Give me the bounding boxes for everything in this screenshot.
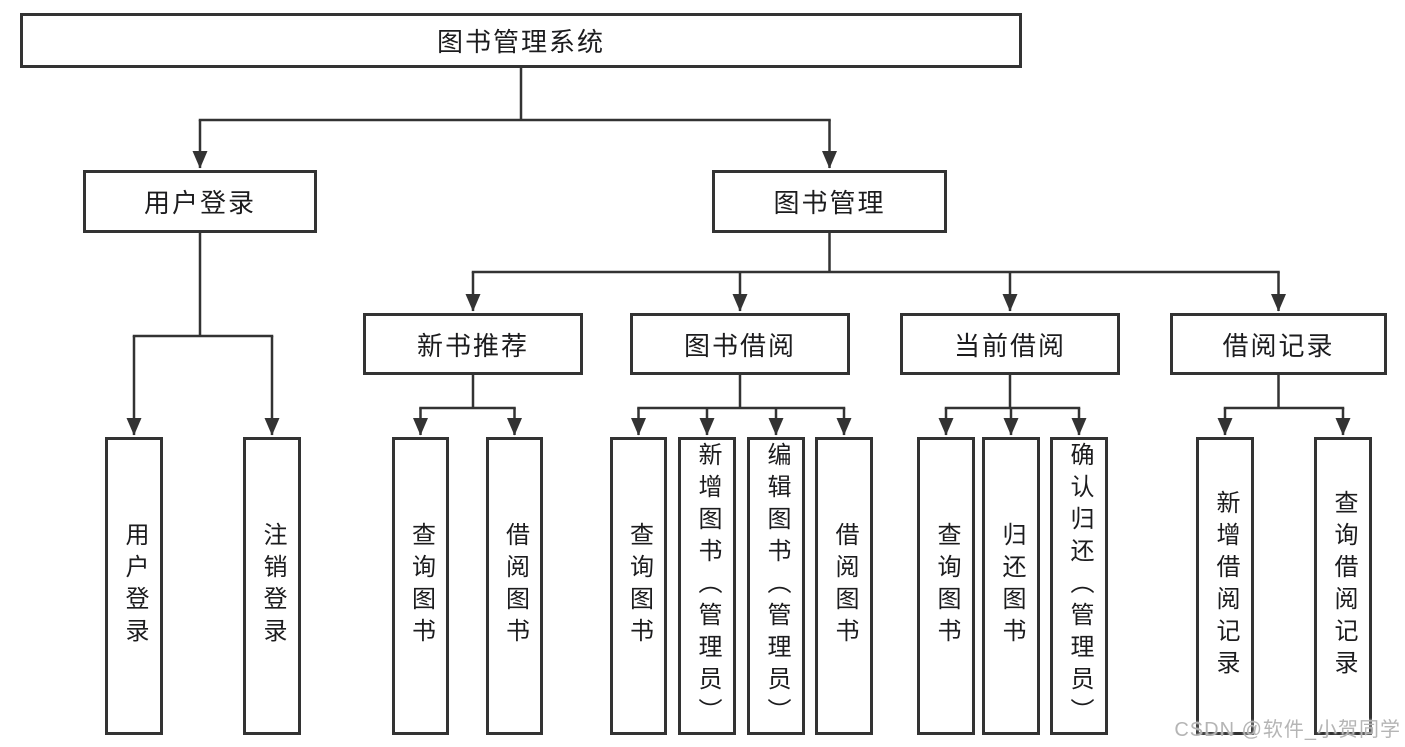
- diagram-node-query-books-recommend: 查询图书: [392, 437, 449, 735]
- diagram-node-query-borrowing-record: 查询借阅记录: [1314, 437, 1372, 735]
- diagram-node-book-borrowing: 图书借阅: [630, 313, 850, 375]
- diagram-node-confirm-return-admin: 确认归还（管理员）: [1050, 437, 1108, 735]
- diagram-node-root: 图书管理系统: [20, 13, 1022, 68]
- diagram-node-borrow-books-recommend: 借阅图书: [486, 437, 543, 735]
- watermark: CSDN @软件_小贺同学: [1174, 719, 1401, 741]
- diagram-node-user-login: 用户登录: [83, 170, 317, 233]
- diagram-node-borrowing-records: 借阅记录: [1170, 313, 1387, 375]
- diagram-node-book-management: 图书管理: [712, 170, 947, 233]
- diagram-node-edit-books-admin: 编辑图书（管理员）: [747, 437, 805, 735]
- diagram-node-query-books-borrow: 查询图书: [610, 437, 667, 735]
- diagram-node-new-book-recommend: 新书推荐: [363, 313, 583, 375]
- diagram-node-add-borrowing-record: 新增借阅记录: [1196, 437, 1254, 735]
- diagram-node-user-login-action: 用户登录: [105, 437, 163, 735]
- diagram-node-return-books: 归还图书: [982, 437, 1040, 735]
- diagram-node-logout-action: 注销登录: [243, 437, 301, 735]
- diagram-node-borrow-books-action: 借阅图书: [815, 437, 873, 735]
- diagram-node-current-borrowing: 当前借阅: [900, 313, 1120, 375]
- diagram-node-add-books-admin: 新增图书（管理员）: [678, 437, 736, 735]
- diagram-node-query-books-current: 查询图书: [917, 437, 975, 735]
